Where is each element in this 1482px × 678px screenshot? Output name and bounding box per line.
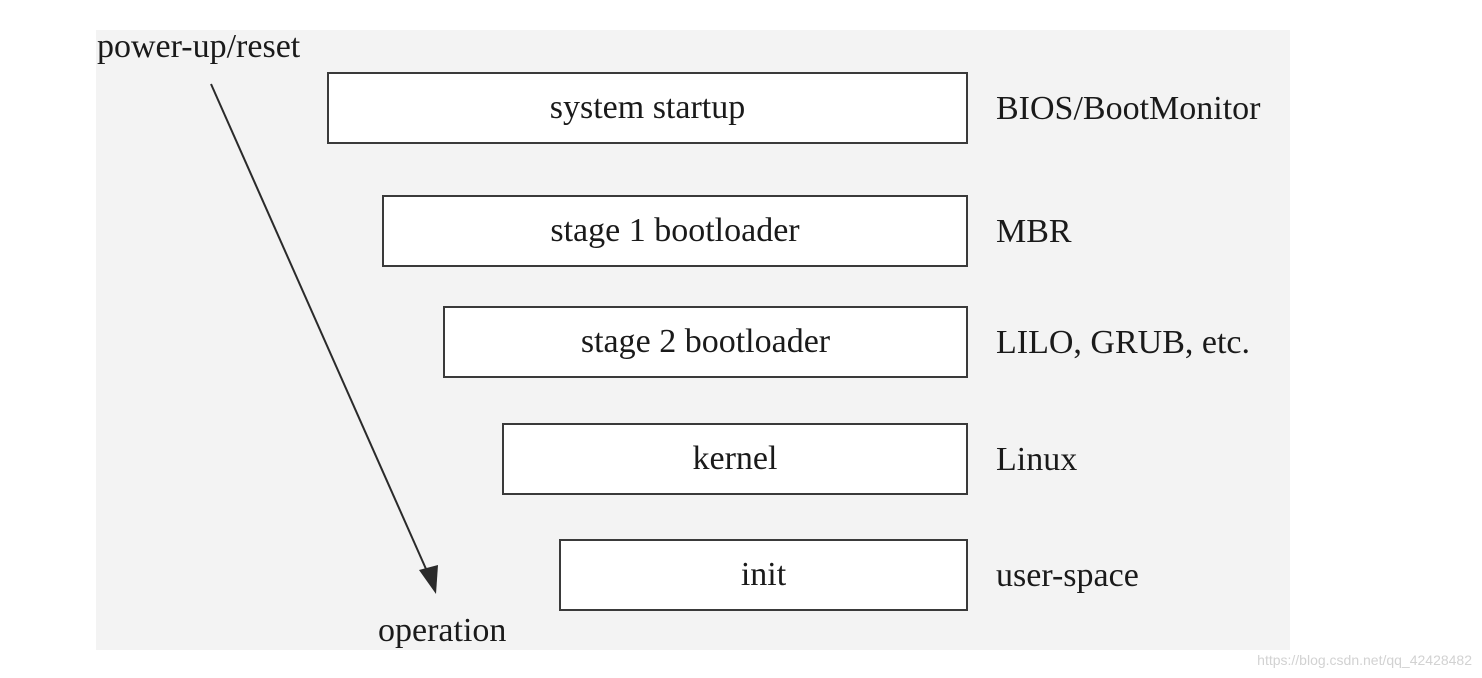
watermark: https://blog.csdn.net/qq_42428482 xyxy=(1257,652,1472,668)
stage-box-system-startup: system startup xyxy=(327,72,968,144)
stage-implementation-bios: BIOS/BootMonitor xyxy=(996,90,1261,127)
stage-box-stage1-bootloader: stage 1 bootloader xyxy=(382,195,968,267)
stage-implementation-linux: Linux xyxy=(996,441,1078,478)
stage-implementation-grub: LILO, GRUB, etc. xyxy=(996,324,1251,361)
stage-implementation-user-space: user-space xyxy=(996,557,1139,594)
flow-arrowhead xyxy=(419,565,438,594)
stage-implementation-mbr: MBR xyxy=(996,213,1072,250)
stage-box-kernel: kernel xyxy=(502,423,968,495)
end-label: operation xyxy=(378,612,507,649)
stage-box-stage2-bootloader: stage 2 bootloader xyxy=(443,306,968,378)
start-label: power-up/reset xyxy=(97,28,301,65)
stage-box-init: init xyxy=(559,539,968,611)
flow-arrow-line xyxy=(210,83,431,579)
